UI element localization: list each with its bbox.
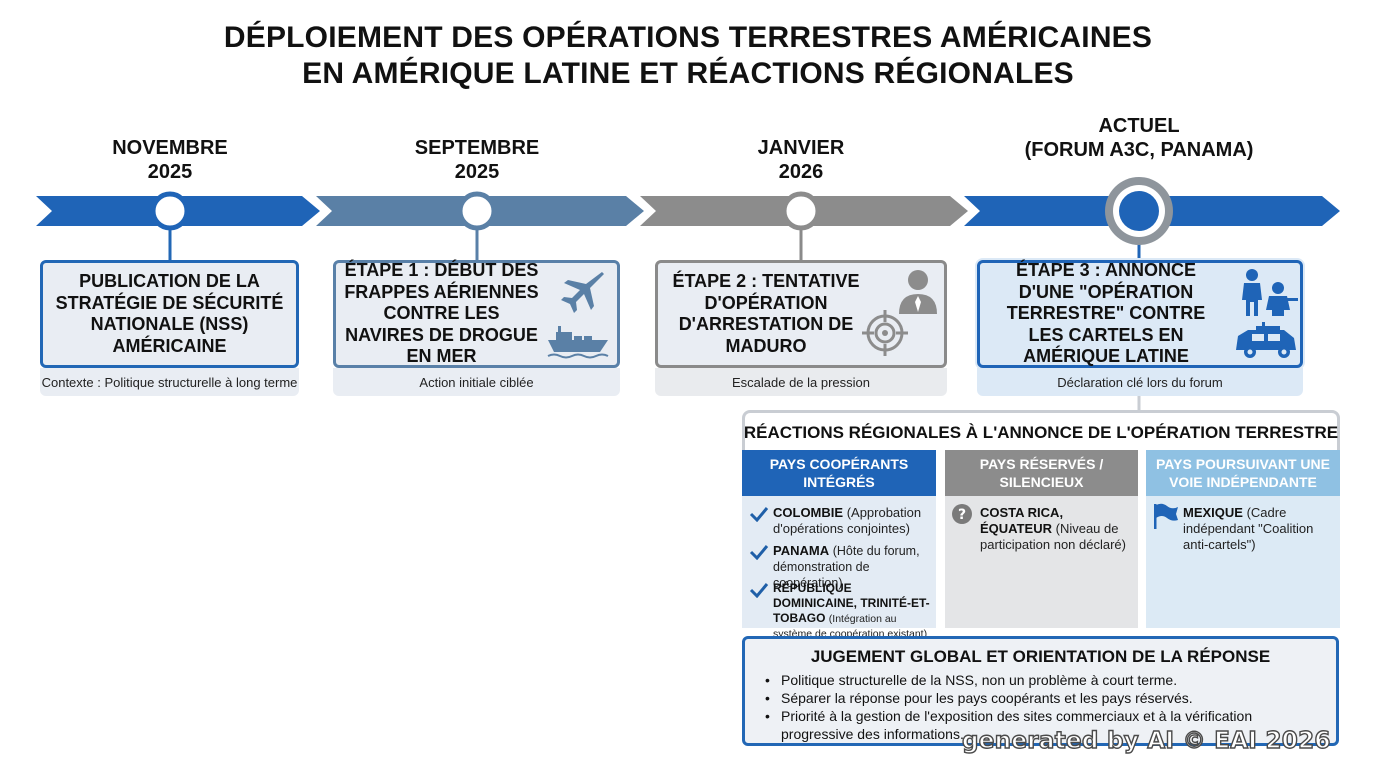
- soldiers-icon: [1242, 269, 1298, 316]
- column-body-cooperating: [742, 496, 936, 628]
- column-body-reserved: [945, 496, 1138, 628]
- timeline-card-step2: ÉTAPE 2 : TENTATIVE D'OPÉRATION D'ARREST…: [655, 260, 947, 368]
- check-icon: [749, 507, 769, 522]
- list-item: MEXIQUE (Cadre indépendant "Coalition an…: [1183, 505, 1335, 553]
- country-name: RÉPUBLIQUE DOMINICAINE, TRINITÉ-ET-TOBAG…: [773, 581, 930, 625]
- country-detail: (Approbation d'opérations conjointes): [773, 505, 922, 536]
- card-caption-2: Action initiale ciblée: [333, 368, 620, 396]
- milestone-dot-2: [457, 191, 497, 231]
- card-caption-4: Déclaration clé lors du forum: [977, 368, 1303, 396]
- target-icon: [862, 310, 908, 356]
- column-header-independent: PAYS POURSUIVANT UNE VOIE INDÉPENDANTE: [1146, 450, 1340, 496]
- flag-icon: [1154, 503, 1178, 529]
- date-line-1: ACTUEL: [1098, 115, 1180, 137]
- country-detail: (Cadre indépendant "Coalition anti-carte…: [1183, 505, 1314, 552]
- reactions-frame: [742, 410, 1340, 450]
- page-title: DÉPLOIEMENT DES OPÉRATIONS TERRESTRES AM…: [0, 20, 1376, 92]
- watermark: generated by AI © EAI 2026: [961, 727, 1331, 754]
- check-icon: [749, 583, 769, 598]
- verdict-point: Politique structurelle de la NSS, non un…: [763, 671, 1323, 689]
- date-label-4: ACTUEL (FORUM A3C, PANAMA): [1009, 114, 1269, 162]
- list-item: RÉPUBLIQUE DOMINICAINE, TRINITÉ-ET-TOBAG…: [773, 581, 935, 641]
- column-header-reserved: PAYS RÉSERVÉS / SILENCIEUX: [945, 450, 1138, 496]
- country-detail: (Niveau de participation non déclaré): [980, 521, 1126, 552]
- milestone-dot-current-inner: [1119, 191, 1159, 231]
- list-item: COLOMBIE (Approbation d'opérations conjo…: [773, 505, 933, 537]
- milestone-dot-1: [150, 191, 190, 231]
- title-line-2: EN AMÉRIQUE LATINE ET RÉACTIONS RÉGIONAL…: [302, 57, 1074, 90]
- list-item: COSTA RICA, ÉQUATEUR (Niveau de particip…: [980, 505, 1135, 553]
- date-line-1: SEPTEMBRE: [414, 137, 540, 159]
- date-line-2: 2025: [454, 161, 500, 183]
- card-caption-3: Escalade de la pression: [655, 368, 947, 396]
- milestone-dot-3: [781, 191, 821, 231]
- date-line-1: JANVIER: [757, 137, 845, 159]
- list-item: PANAMA (Hôte du forum, démonstration de …: [773, 543, 933, 591]
- date-line-2: (FORUM A3C, PANAMA): [1024, 139, 1254, 161]
- card-caption-1: Contexte : Politique structurelle à long…: [40, 368, 299, 396]
- country-name: PANAMA: [773, 543, 830, 558]
- date-label-1: NOVEMBRE 2025: [70, 136, 270, 184]
- person-icon: [899, 270, 937, 314]
- verdict-point: Séparer la réponse pour les pays coopéra…: [763, 689, 1323, 707]
- country-detail: (Hôte du forum, démonstration de coopéra…: [773, 544, 920, 590]
- card-text: ÉTAPE 3 : ANNONCE D'UNE "OPÉRATION TERRE…: [1006, 260, 1206, 367]
- reactions-title: RÉACTIONS RÉGIONALES À L'ANNONCE DE L'OP…: [743, 423, 1339, 442]
- military-vehicle-icon: [1236, 322, 1296, 358]
- card-text: ÉTAPE 2 : TENTATIVE D'OPÉRATION D'ARREST…: [672, 271, 860, 356]
- ship-icon: [547, 326, 609, 359]
- svg-text:?: ?: [958, 507, 966, 523]
- title-line-1: DÉPLOIEMENT DES OPÉRATIONS TERRESTRES AM…: [223, 21, 1153, 54]
- timeline-card-nss: PUBLICATION DE LA STRATÉGIE DE SÉCURITÉ …: [40, 260, 299, 368]
- date-line-2: 2025: [147, 161, 193, 183]
- country-name: COLOMBIE: [773, 505, 844, 520]
- date-line-1: NOVEMBRE: [112, 137, 228, 159]
- card-text: PUBLICATION DE LA STRATÉGIE DE SÉCURITÉ …: [55, 271, 284, 356]
- column-header-cooperating: PAYS COOPÉRANTS INTÉGRÉS: [742, 450, 936, 496]
- date-label-2: SEPTEMBRE 2025: [377, 136, 577, 184]
- verdict-point: Priorité à la gestion de l'exposition de…: [763, 707, 1323, 743]
- fighter-jet-icon: [561, 272, 604, 313]
- date-label-3: JANVIER 2026: [701, 136, 901, 184]
- country-name: COSTA RICA, ÉQUATEUR: [980, 505, 1064, 536]
- verdict-list: Politique structurelle de la NSS, non un…: [763, 671, 1323, 743]
- question-icon: ?: [952, 504, 972, 524]
- verdict-title: JUGEMENT GLOBAL ET ORIENTATION DE LA RÉP…: [810, 647, 1271, 666]
- country-name: MEXIQUE: [1183, 505, 1243, 520]
- check-icon: [749, 545, 769, 560]
- card-text: ÉTAPE 1 : DÉBUT DES FRAPPES AÉRIENNES CO…: [344, 260, 539, 367]
- verdict-box: JUGEMENT GLOBAL ET ORIENTATION DE LA RÉP…: [742, 636, 1339, 746]
- date-line-2: 2026: [778, 161, 824, 183]
- column-body-independent: [1146, 496, 1340, 628]
